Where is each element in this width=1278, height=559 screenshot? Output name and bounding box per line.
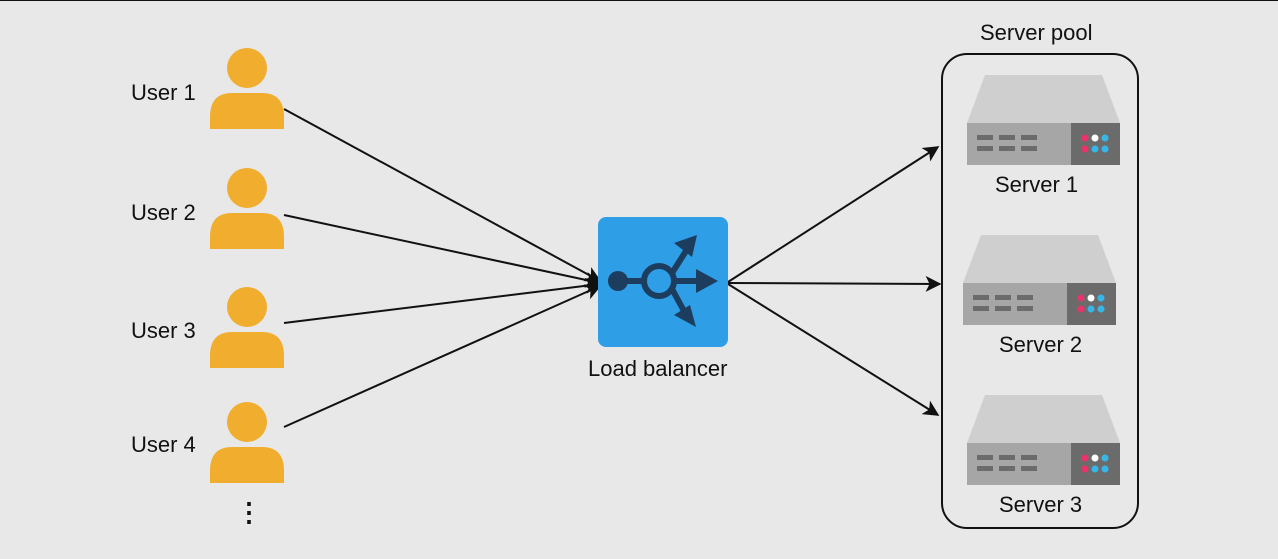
user-icon [210, 168, 284, 249]
user-icon [210, 48, 284, 129]
more-users-ellipsis: ⋮ [236, 497, 262, 527]
server-label: Server 1 [995, 172, 1079, 197]
load-balancer-icon [598, 217, 728, 347]
edge-user4-to-lb [283, 284, 602, 428]
edge-lb-to-server1 [727, 146, 940, 283]
edge-user1-to-lb [283, 108, 602, 282]
user-label: User 3 [131, 318, 196, 343]
edge-lb-to-server3 [727, 283, 940, 416]
user-label: User 1 [131, 80, 196, 105]
server-label: Server 3 [999, 492, 1083, 517]
server-icon [967, 395, 1120, 485]
server-pool-title: Server pool [980, 20, 1093, 45]
load-balancer-label: Load balancer [588, 356, 728, 381]
user-icon [210, 287, 284, 368]
server-label: Server 2 [999, 332, 1083, 357]
server-pool-container [941, 53, 1139, 529]
user-icon [210, 402, 284, 483]
edge-lb-to-server2 [727, 275, 942, 292]
edge-user2-to-lb [283, 214, 602, 288]
user-label: User 4 [131, 432, 196, 457]
user-label: User 2 [131, 200, 196, 225]
edge-user3-to-lb [283, 277, 602, 324]
server-icon [963, 235, 1116, 325]
server-icon [967, 75, 1120, 165]
